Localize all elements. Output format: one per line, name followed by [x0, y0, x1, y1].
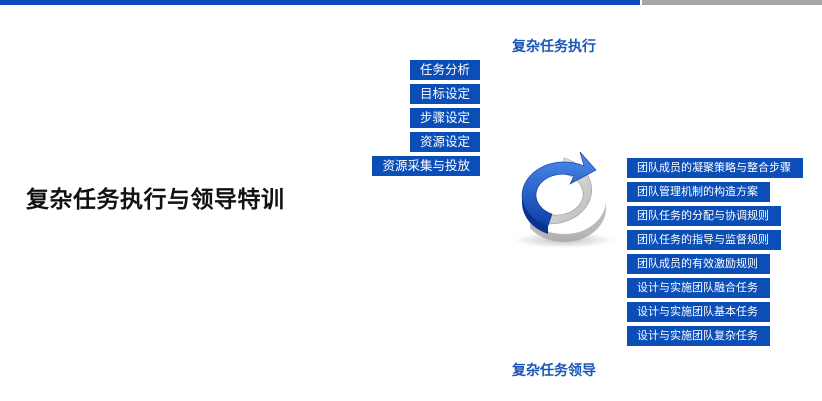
leadership-rules-list: 团队成员的凝聚策略与整合步骤 团队管理机制的构造方案 团队任务的分配与协调规则 …	[627, 158, 803, 350]
leadership-rule-tag: 设计与实施团队融合任务	[627, 278, 770, 298]
execution-step-tag: 目标设定	[409, 84, 480, 104]
top-accent-bar-gray	[642, 0, 822, 5]
circular-arrows-icon	[514, 151, 614, 248]
execution-step-tag: 步骤设定	[409, 108, 480, 128]
execution-step-tag: 资源采集与投放	[372, 156, 480, 176]
execution-steps-list: 任务分析 目标设定 步骤设定 资源设定 资源采集与投放	[372, 60, 480, 180]
leadership-rule-tag: 团队管理机制的构造方案	[627, 182, 770, 202]
leadership-rule-tag: 团队成员的凝聚策略与整合步骤	[627, 158, 803, 178]
heading-complex-task-execution: 复杂任务执行	[512, 39, 596, 55]
leadership-rule-tag: 团队成员的有效激励规则	[627, 254, 770, 274]
leadership-rule-tag: 团队任务的指导与监督规则	[627, 230, 781, 250]
leadership-rule-tag: 设计与实施团队基本任务	[627, 302, 770, 322]
slide-title: 复杂任务执行与领导特训	[26, 187, 285, 213]
heading-complex-task-leadership: 复杂任务领导	[512, 363, 596, 379]
execution-step-tag: 资源设定	[409, 132, 480, 152]
top-accent-bar	[0, 0, 640, 5]
leadership-rule-tag: 设计与实施团队复杂任务	[627, 326, 770, 346]
leadership-rule-tag: 团队任务的分配与协调规则	[627, 206, 781, 226]
execution-step-tag: 任务分析	[409, 60, 480, 80]
